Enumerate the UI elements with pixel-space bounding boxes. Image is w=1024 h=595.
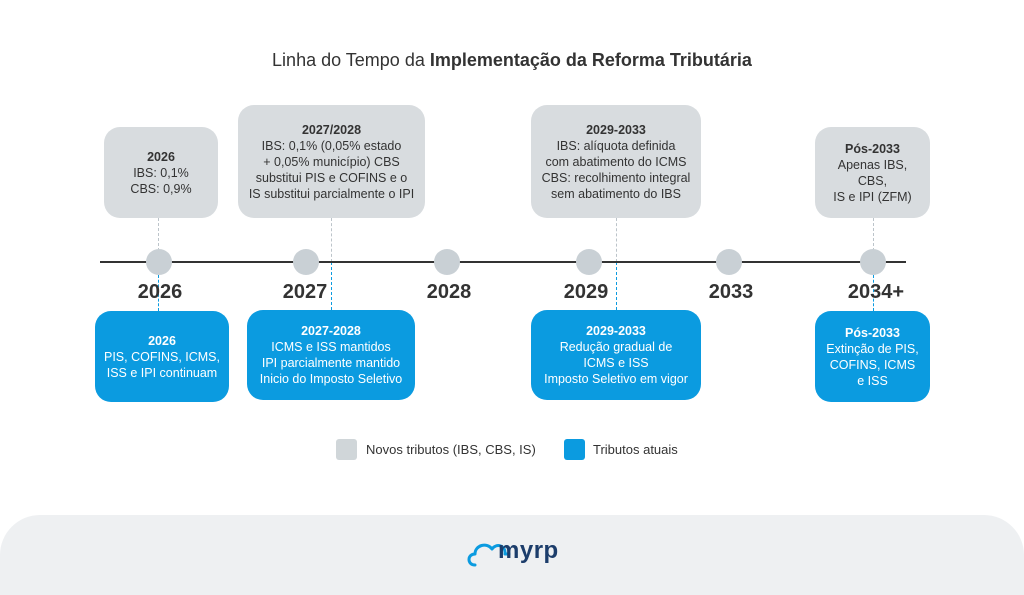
box-line: Extinção de PIS,	[826, 341, 919, 356]
box-header: 2027-2028	[301, 324, 361, 338]
footer-band	[0, 515, 1024, 595]
box-line: ICMS e ISS mantidos	[271, 340, 391, 354]
bottom-box-pos-2033: Pós-2033 Extinção de PIS, COFINS, ICMS e…	[815, 311, 930, 402]
cloud-icon	[467, 543, 511, 567]
box-line: CBS: 0,9%	[130, 181, 192, 196]
connector-bottom-2027	[331, 262, 332, 310]
box-line: sem abatimento do IBS	[551, 186, 681, 201]
timeline-node-2028	[434, 249, 460, 275]
box-line: COFINS, ICMS	[829, 357, 916, 372]
logo-text: myrp	[498, 537, 559, 564]
timeline-node-2026	[146, 249, 172, 275]
box-header: 2026	[147, 149, 175, 164]
legend-swatch-new-taxes	[336, 439, 357, 460]
box-line: e ISS	[857, 373, 888, 388]
connector-bottom-2026	[158, 275, 159, 311]
box-line: + 0,05% município) CBS	[263, 154, 400, 169]
connector-top-2027	[331, 218, 332, 262]
connector-bottom-2034	[873, 275, 874, 311]
connector-top-2026	[158, 218, 159, 251]
box-line: ISS e IPI continuam	[106, 365, 218, 380]
box-header: Pós-2033	[845, 325, 900, 340]
box-header: 2026	[148, 333, 176, 348]
box-line: PIS, COFINS, ICMS,	[104, 349, 220, 364]
timeline-node-2033	[716, 249, 742, 275]
box-header: Pós-2033	[845, 141, 900, 156]
timeline-node-2029	[576, 249, 602, 275]
bottom-box-2026: 2026 PIS, COFINS, ICMS, ISS e IPI contin…	[95, 311, 229, 402]
top-box-2027-2028: 2027/2028 IBS: 0,1% (0,05% estado + 0,05…	[238, 105, 425, 218]
year-label: 2028	[426, 281, 472, 303]
bottom-box-2029-2033: 2029-2033 Redução gradual de ICMS e ISS …	[531, 310, 701, 400]
legend-label-current-taxes: Tributos atuais	[593, 442, 678, 457]
box-header: 2029-2033	[586, 324, 646, 338]
box-header: 2029-2033	[586, 122, 646, 137]
box-line: Redução gradual de	[559, 340, 673, 354]
box-line: Inicio do Imposto Seletivo	[259, 372, 403, 386]
box-header: 2027/2028	[301, 122, 362, 137]
year-label: 2033	[708, 281, 754, 303]
box-line: CBS: recolhimento integral	[541, 170, 691, 185]
year-label: 2034+	[847, 281, 905, 303]
box-line: Imposto Seletivo em vigor	[544, 372, 688, 386]
timeline-axis	[100, 261, 906, 263]
page-title: Linha do Tempo da Implementação da Refor…	[272, 50, 752, 70]
box-line: Apenas IBS, CBS,	[837, 157, 908, 188]
legend-label-new-taxes: Novos tributos (IBS, CBS, IS)	[366, 442, 536, 457]
top-box-2026: 2026 IBS: 0,1% CBS: 0,9%	[104, 127, 218, 218]
top-box-pos-2033: Pós-2033 Apenas IBS, CBS, IS e IPI (ZFM)	[815, 127, 930, 218]
box-line: com abatimento do ICMS	[545, 154, 687, 169]
box-line: IBS: 0,1%	[133, 165, 189, 180]
year-label: 2029	[563, 281, 609, 303]
connector-bottom-2029	[616, 262, 617, 310]
box-line: IPI parcialmente mantido	[261, 356, 401, 370]
box-line: IS e IPI (ZFM)	[833, 189, 912, 204]
year-label: 2026	[137, 281, 183, 303]
top-box-2029-2033: 2029-2033 IBS: alíquota definida com aba…	[531, 105, 701, 218]
timeline-node-2034	[860, 249, 886, 275]
legend-swatch-current-taxes	[564, 439, 585, 460]
connector-top-2034	[873, 218, 874, 251]
box-line: IS substitui parcialmente o IPI	[248, 186, 415, 201]
connector-top-2029	[616, 218, 617, 262]
bottom-box-2027-2028: 2027-2028 ICMS e ISS mantidos IPI parcia…	[247, 310, 415, 400]
box-line: IBS: alíquota definida	[556, 138, 676, 153]
year-label: 2027	[282, 281, 328, 303]
myrp-logo: myrp	[465, 535, 565, 571]
box-line: IBS: 0,1% (0,05% estado	[261, 138, 402, 153]
timeline-node-2027	[293, 249, 319, 275]
box-line: ICMS e ISS	[583, 356, 649, 370]
box-line: substitui PIS e COFINS e o	[255, 170, 408, 185]
